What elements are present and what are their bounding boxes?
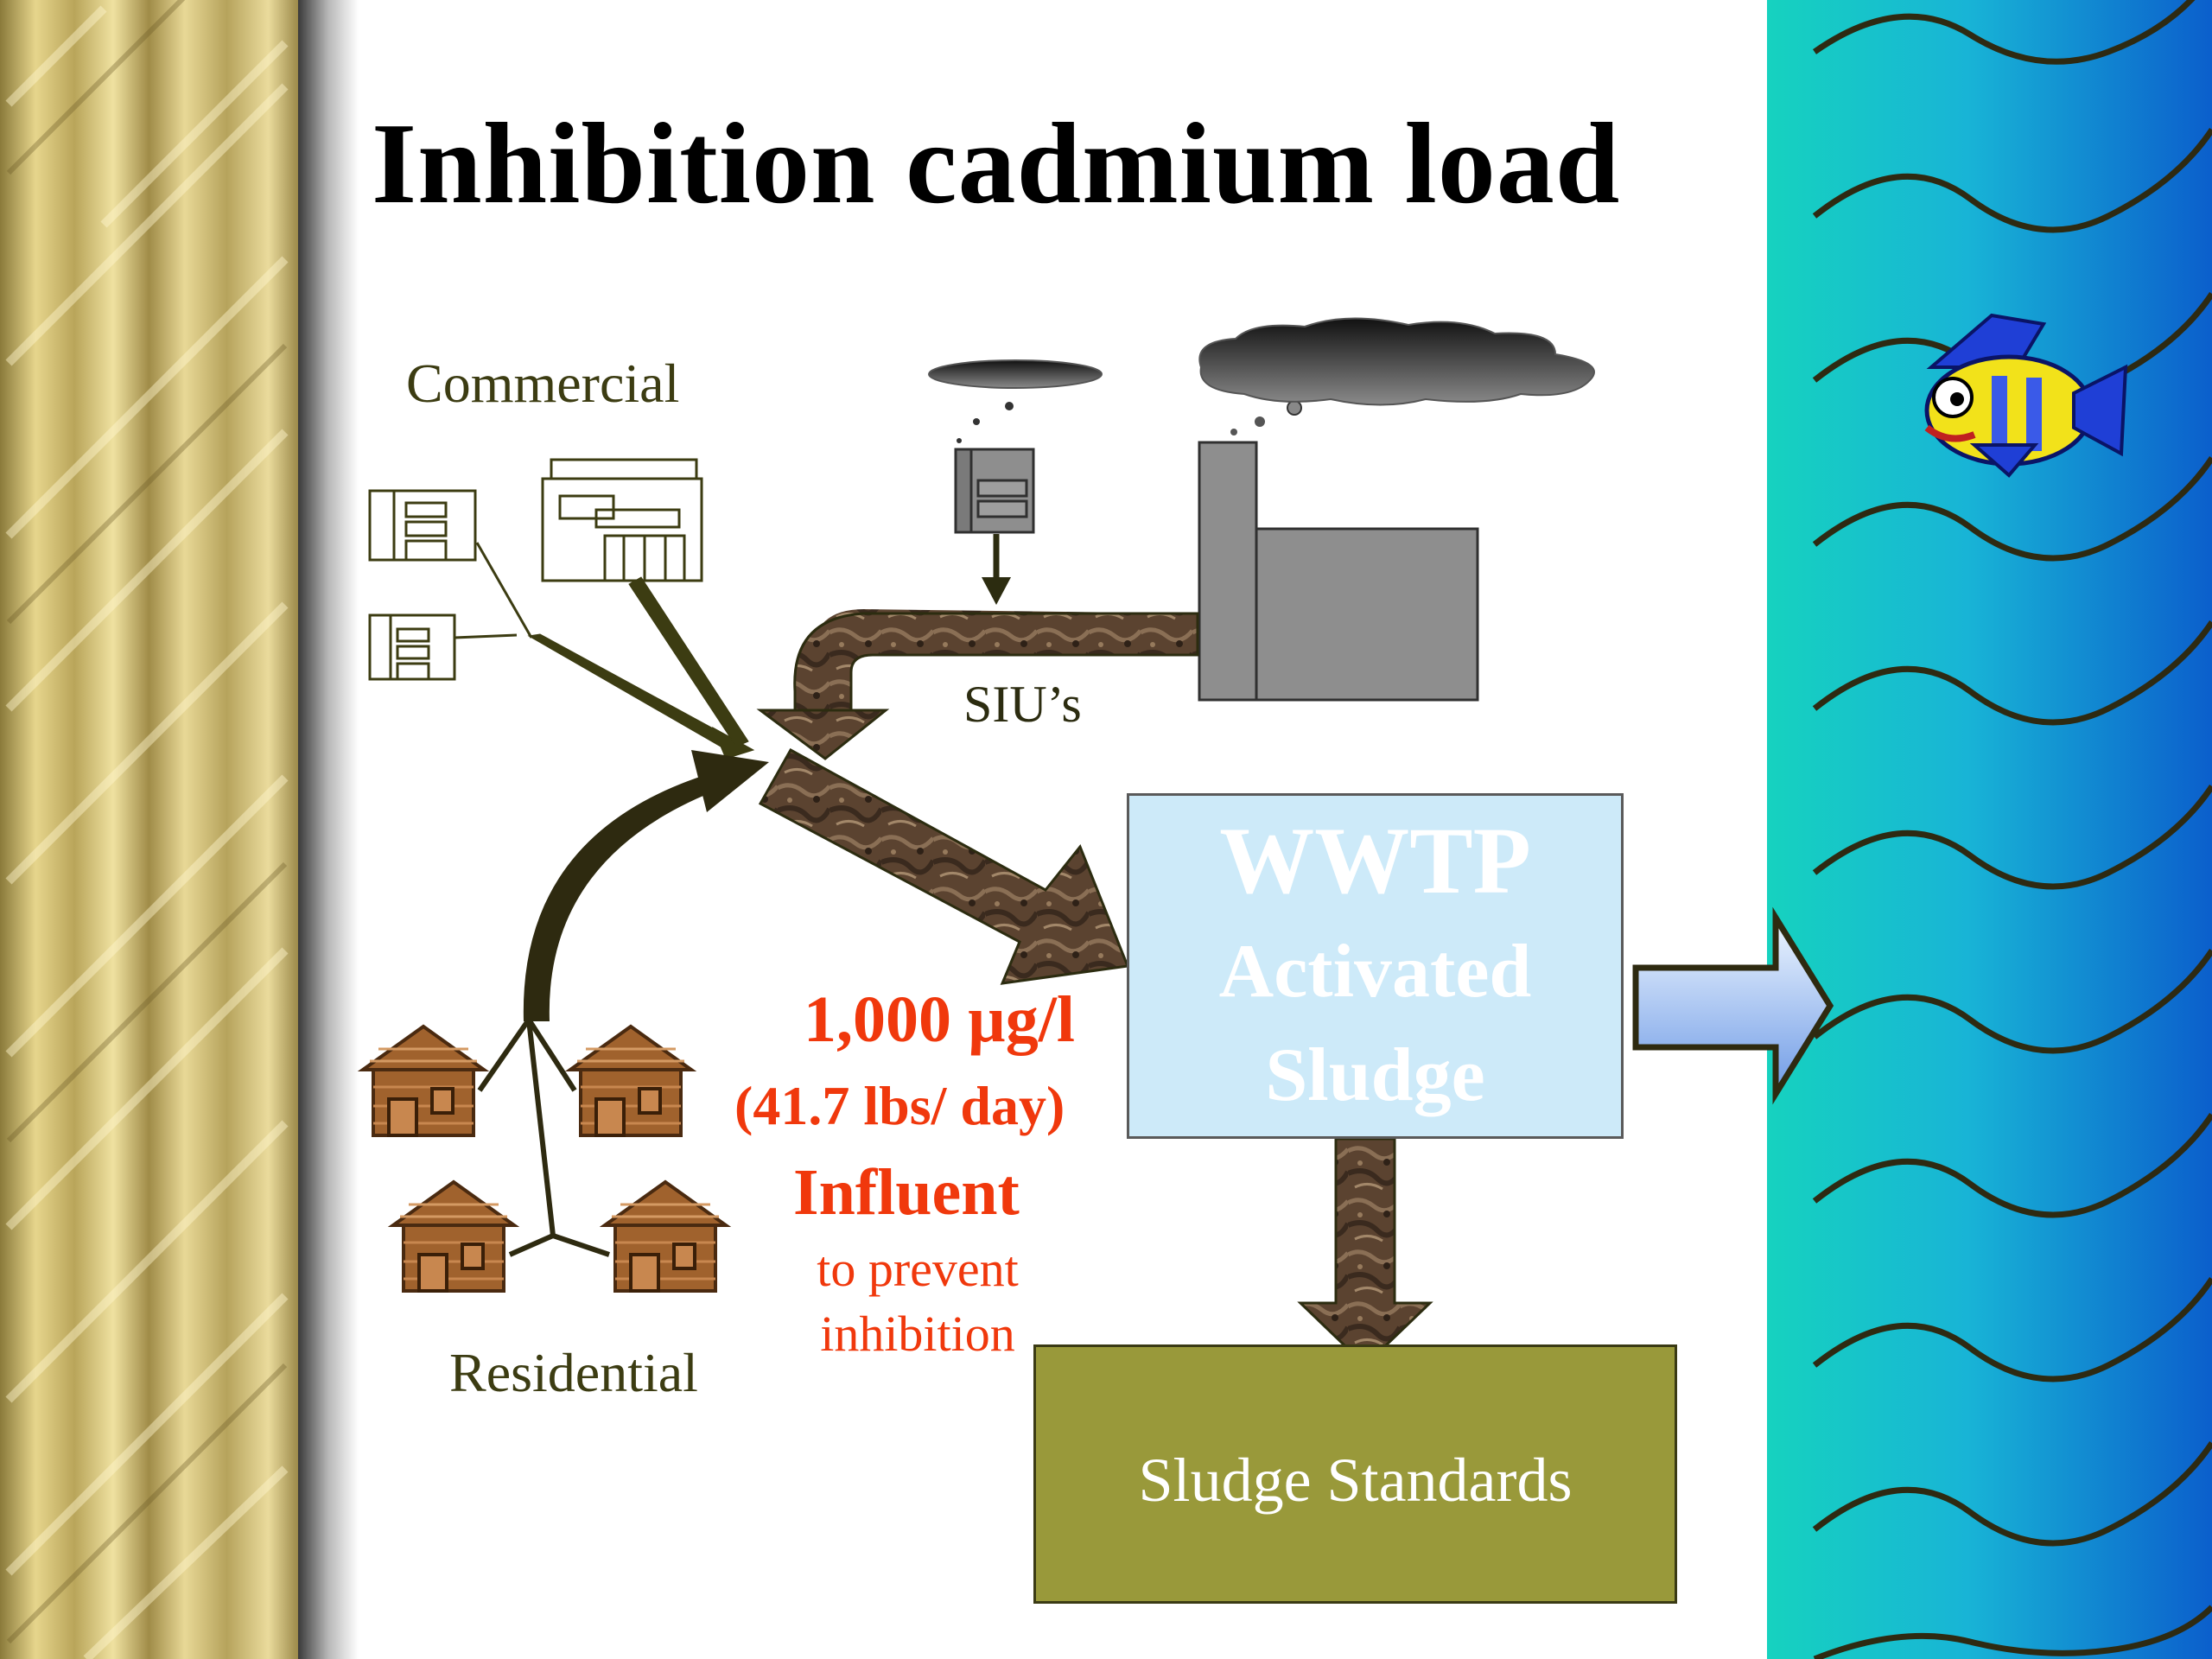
slide-title: Inhibition cadmium load	[372, 99, 1621, 227]
influent-concentration: 1,000 µg/l	[804, 983, 1076, 1056]
influent-label: Influent	[793, 1156, 1020, 1229]
influent-arrow	[758, 747, 1130, 985]
building-icon	[368, 458, 703, 681]
gold-column-decoration	[0, 0, 359, 1659]
siu-label: SIU’s	[963, 676, 1082, 733]
siu-building-icon	[954, 448, 1035, 605]
wwtp-box: WWTP Activated Sludge	[1127, 793, 1624, 1139]
cloud-icon	[928, 317, 1595, 443]
residential-label: Residential	[449, 1342, 698, 1403]
sludge-standards-box: Sludge Standards	[1033, 1344, 1677, 1604]
commercial-label: Commercial	[406, 353, 680, 414]
wwtp-title: WWTP	[1219, 808, 1531, 913]
influent-load: (41.7 lbs/ day)	[734, 1075, 1065, 1136]
wwtp-process-line2: Sludge	[1265, 1033, 1485, 1117]
influent-note-line2: inhibition	[820, 1306, 1015, 1362]
fish-icon	[1924, 313, 2128, 478]
sludge-arrow	[1297, 1137, 1433, 1368]
wwtp-process-line1: Activated	[1218, 930, 1532, 1014]
siu-pipe	[756, 609, 1199, 760]
residential-curve-arrow	[523, 750, 769, 1021]
influent-note-line1: to prevent	[817, 1241, 1019, 1297]
water-column-decoration	[1767, 0, 2212, 1659]
residential-connectors	[477, 1018, 610, 1257]
factory-icon	[1198, 441, 1479, 702]
commercial-connectors	[454, 542, 755, 760]
effluent-arrow	[1632, 906, 1834, 1105]
sludge-standards-label: Sludge Standards	[1138, 1446, 1573, 1515]
